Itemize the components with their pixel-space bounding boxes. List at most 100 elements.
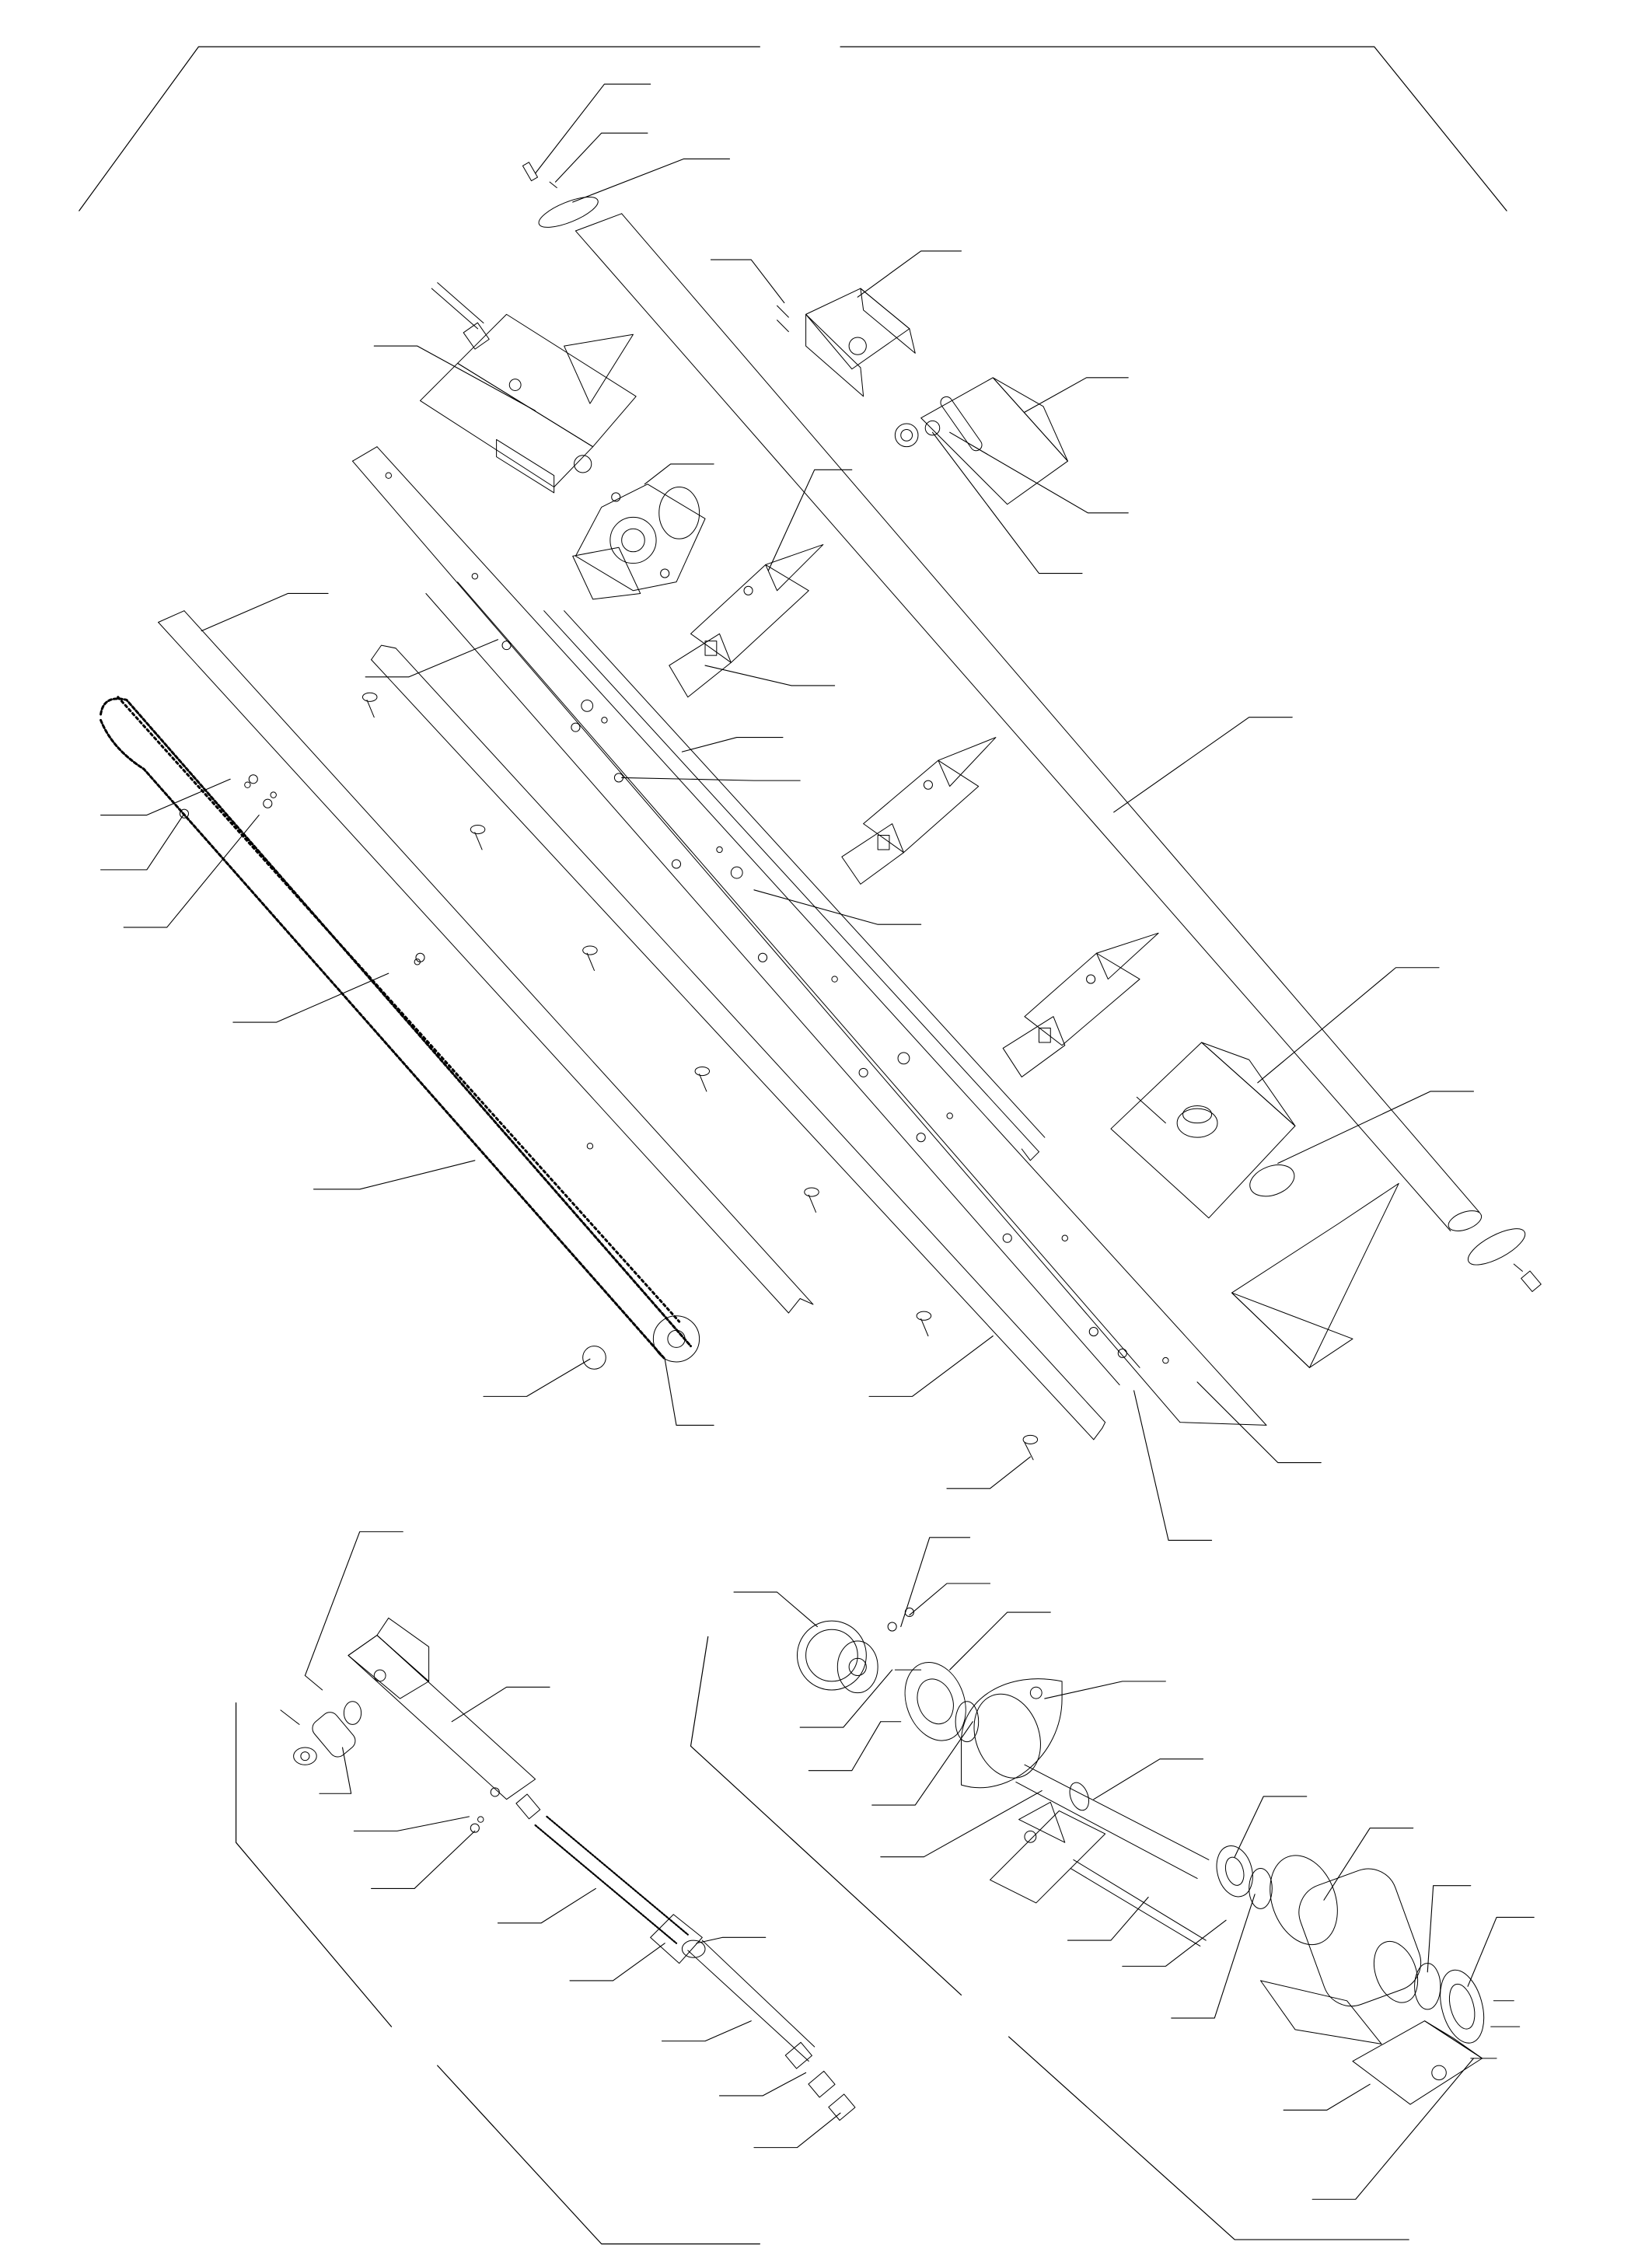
callout-leader: [800, 1670, 892, 1727]
drive-sprocket-gear: [797, 1621, 878, 1693]
chain-attachment-bolts: [180, 775, 424, 962]
callout-leader: [1427, 1886, 1471, 1972]
tensioner-view-frame-bottom: [438, 2065, 760, 2244]
callout-leader: [1123, 1920, 1226, 1966]
tensioner-spring: [536, 1817, 688, 1943]
callout-leader: [869, 1336, 993, 1397]
tensioner-detail: [281, 1618, 855, 2120]
angle-bar-right: [544, 611, 1045, 1161]
callout-leader: [1025, 378, 1128, 412]
drive-pillow-block: [990, 1802, 1207, 1946]
callout-leader: [872, 1722, 973, 1805]
callout-leader: [570, 1943, 665, 1981]
callout-leader: [101, 779, 231, 815]
drive-view-frame-bottom: [1009, 2037, 1409, 2240]
callout-leader: [201, 593, 328, 630]
callout-leader: [947, 1457, 1030, 1489]
gearbox-mount-bracket: [1353, 2021, 1483, 2104]
callout-leader: [644, 464, 714, 484]
carriage-bolts: [362, 693, 1037, 1460]
callout-leader: [372, 1831, 475, 1888]
callout-leader: [682, 738, 783, 752]
roller-chain: [101, 697, 691, 1359]
callout-leader: [809, 1722, 881, 1771]
callout-leader: [901, 1538, 970, 1627]
callout-leader: [950, 1612, 1051, 1670]
callout-leader: [452, 1687, 550, 1721]
callout-leaders: [101, 84, 1535, 2199]
lower-bearing-housing: [1111, 1042, 1298, 1218]
main-view-frame-right: [840, 47, 1507, 211]
callout-leader: [233, 973, 389, 1022]
master-link-ring: [583, 1346, 606, 1370]
callout-leader: [665, 1359, 714, 1425]
callout-leader: [932, 432, 1082, 573]
callout-leader: [1045, 1681, 1165, 1699]
callout-leader: [1278, 1091, 1474, 1164]
callout-leader: [1235, 1796, 1307, 1857]
callout-leader: [1114, 718, 1293, 812]
callout-leader: [705, 665, 835, 686]
callout-leader: [881, 1791, 1042, 1857]
callout-leader: [1312, 2058, 1473, 2199]
callout-leader: [734, 1592, 817, 1626]
callout-leader: [754, 2113, 840, 2147]
callout-leader: [754, 890, 921, 924]
tine-holder-2: [842, 738, 996, 885]
callout-leader: [556, 133, 648, 182]
idler-bracket: [777, 288, 916, 396]
view-frame-lines: [79, 47, 1507, 2244]
tensioner-small-fasteners: [470, 1817, 484, 1832]
slotted-bracket: [895, 378, 1067, 505]
tine-holder-lower: [1231, 1183, 1399, 1367]
drive-sprocket: [653, 1316, 699, 1362]
drive-gusset-plate: [961, 1679, 1062, 1788]
angle-bar-left: [159, 611, 813, 1313]
callout-leader: [662, 2021, 751, 2041]
callout-leader: [720, 2072, 806, 2096]
callout-leader: [536, 84, 651, 173]
callout-leader: [1172, 1894, 1255, 2018]
gear-motor: [573, 484, 705, 599]
callout-leader: [622, 777, 801, 780]
tensioner-housing: [348, 1618, 536, 1799]
drive-fasteners: [881, 1608, 1520, 2058]
drive-detail: [797, 1608, 1519, 2104]
callout-leader: [768, 470, 851, 571]
tensioner-view-frame-left: [236, 1703, 392, 2027]
callout-leader: [1258, 968, 1439, 1083]
tensioner-nuts: [785, 2042, 855, 2120]
callout-leader: [101, 814, 184, 870]
callout-leader: [697, 1937, 766, 1943]
callout-leader: [1094, 1759, 1203, 1800]
callout-leader: [857, 251, 961, 297]
callout-leader: [498, 1888, 595, 1922]
slat-bar-with-bolts: [426, 582, 1140, 1385]
callout-leader: [950, 432, 1129, 513]
tine-holder-3: [1003, 933, 1158, 1077]
callout-leader: [124, 815, 259, 927]
callout-leader: [365, 640, 498, 677]
gearbox-end-flange: [1433, 1965, 1491, 2048]
top-flat-bar: [353, 447, 1266, 1426]
bottom-end-cap: [1463, 1222, 1541, 1292]
main-view-frame-left: [79, 47, 760, 211]
tine-holder-1: [669, 545, 823, 697]
callout-leader: [1134, 1391, 1212, 1541]
callout-leader: [910, 1583, 990, 1615]
callout-leader: [711, 260, 784, 303]
callout-leader: [314, 1161, 475, 1189]
callout-leader: [1468, 1917, 1534, 1986]
tensioner-pin-set: [281, 1675, 361, 1765]
tensioner-rod: [516, 1794, 815, 2062]
angle-bar-middle: [372, 645, 1105, 1440]
callout-leader: [573, 159, 730, 202]
gearbox-housing: [1259, 1846, 1441, 2044]
main-assembly: [101, 162, 1542, 1460]
callout-leader: [1067, 1898, 1148, 1941]
main-tube: [575, 214, 1484, 1235]
drive-shaft: [1016, 1765, 1209, 1878]
callout-leader: [374, 346, 535, 410]
callout-leader: [320, 1747, 351, 1793]
